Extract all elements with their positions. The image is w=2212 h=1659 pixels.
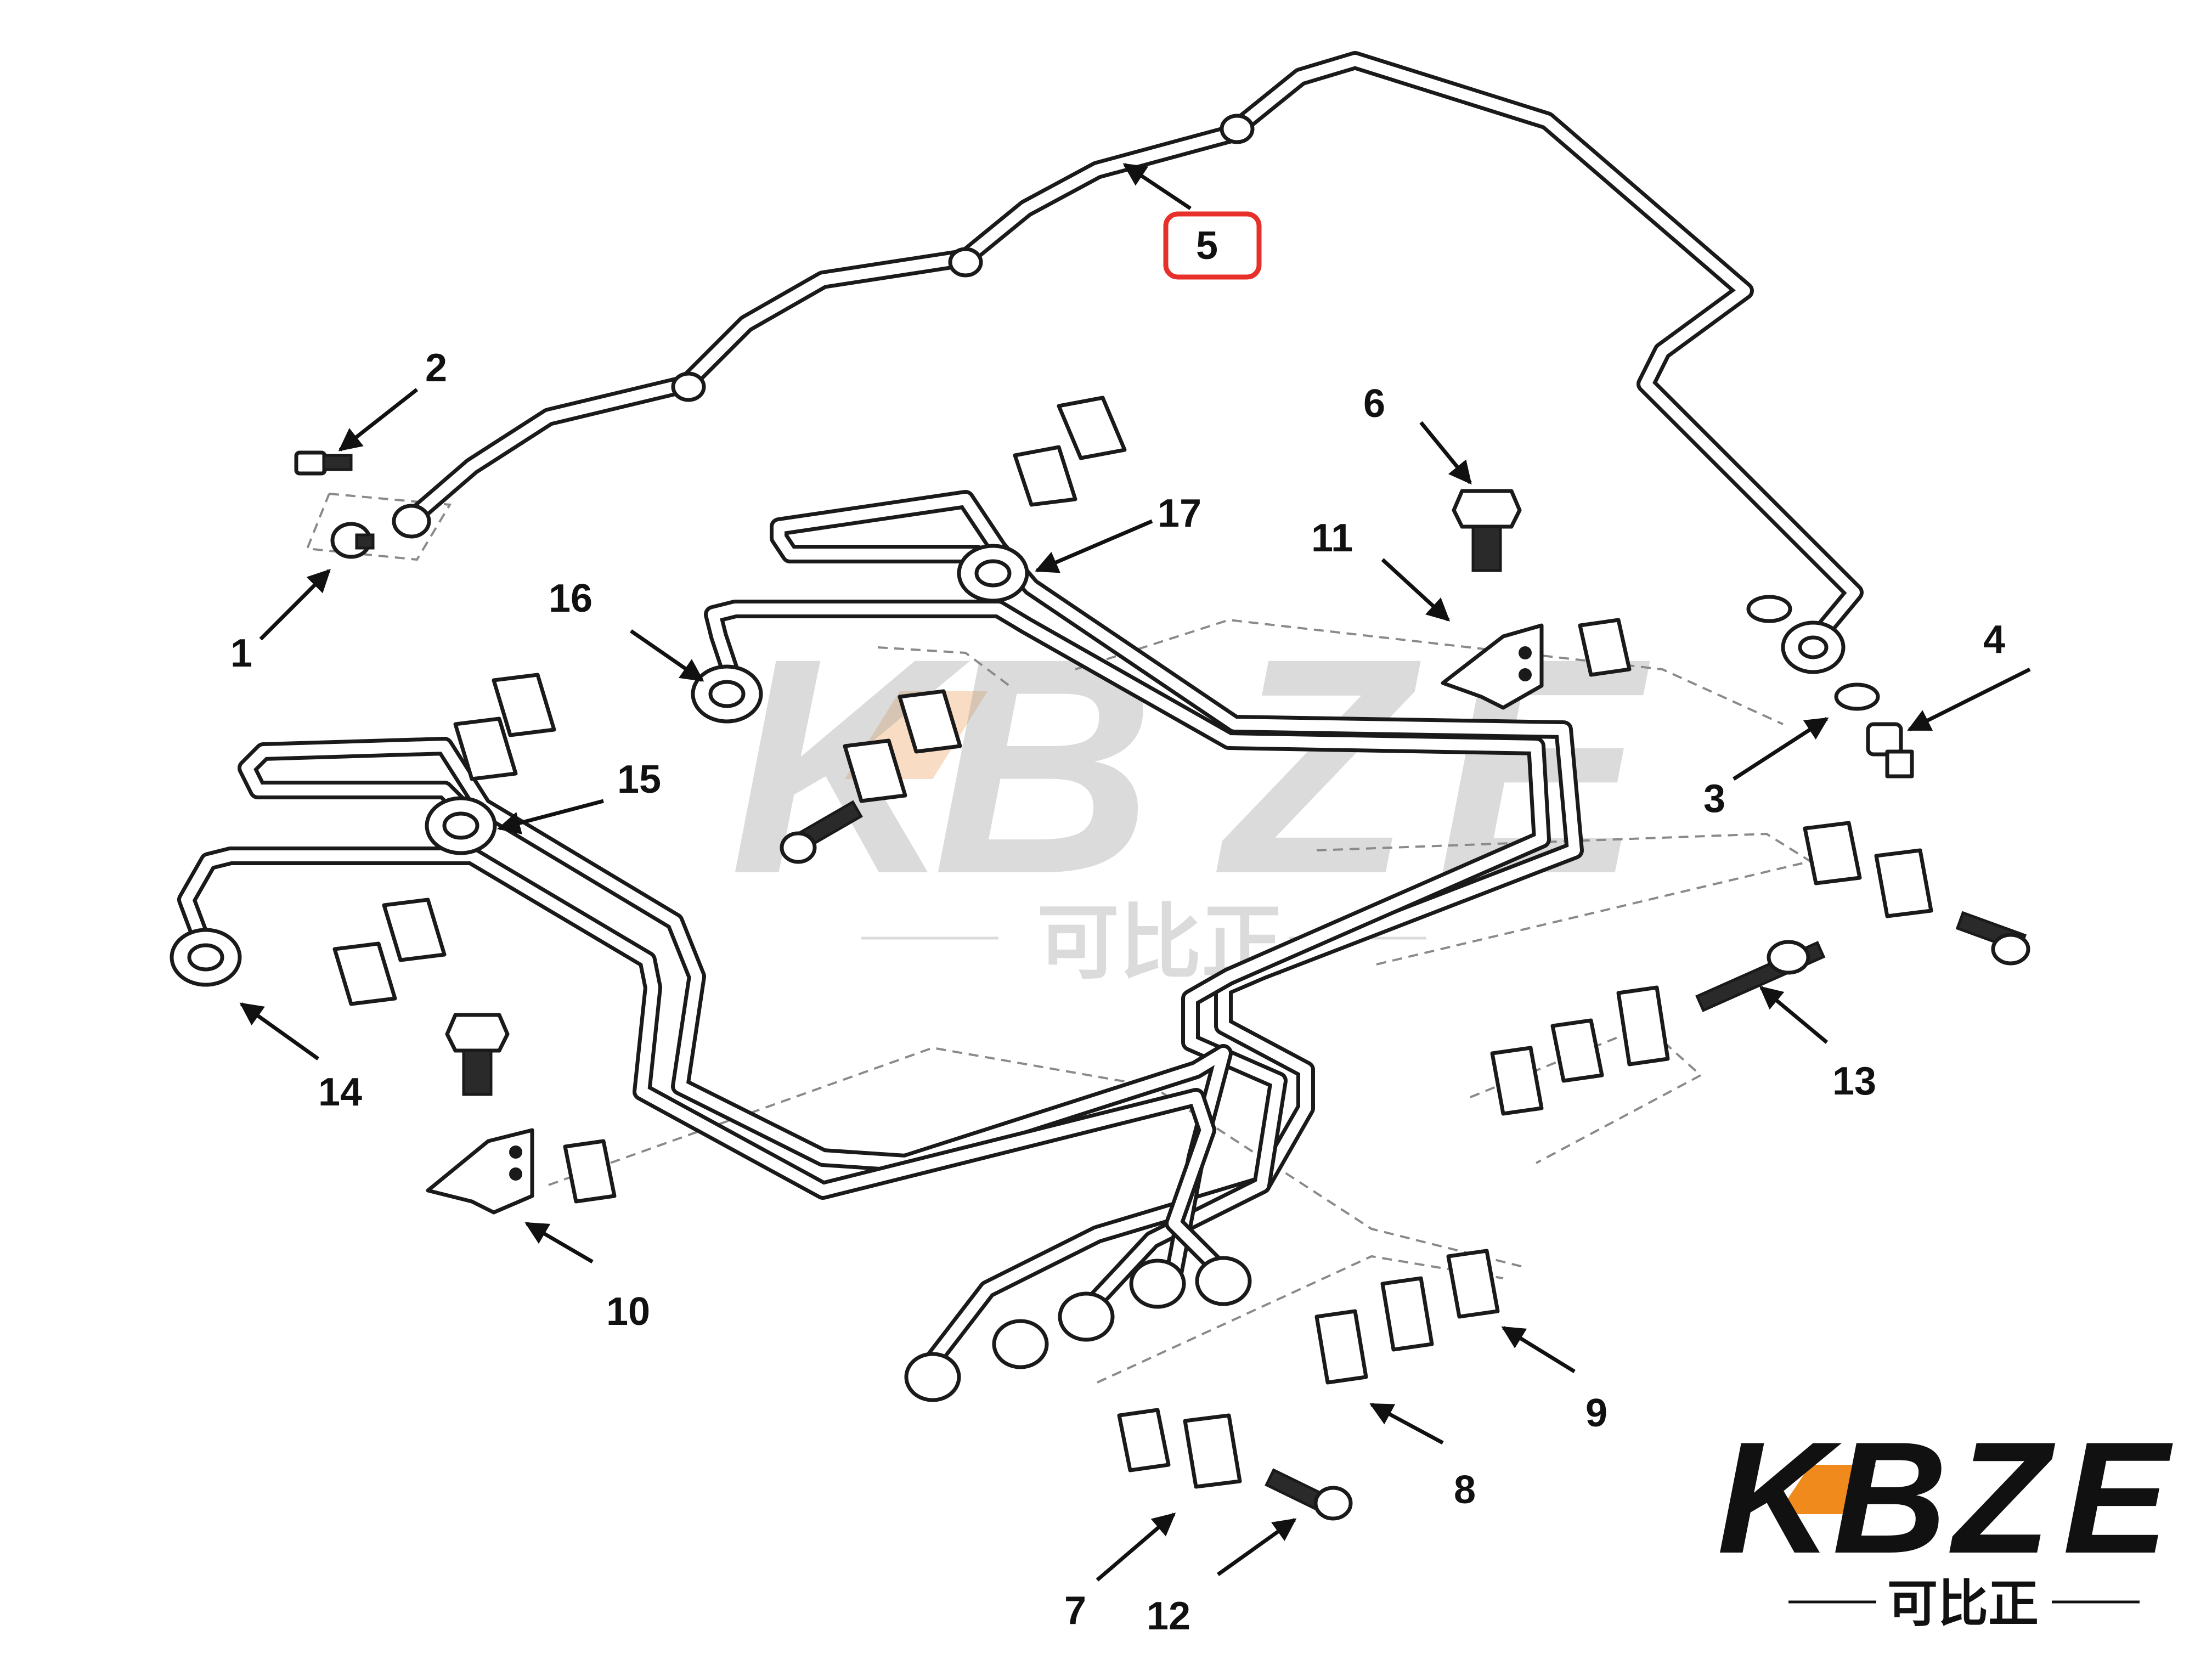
callout-15: 15 [617, 758, 661, 802]
bracket-10 [426, 1128, 534, 1215]
clamp-pair-left [453, 673, 556, 781]
callout-3: 3 [1703, 777, 1725, 821]
screw-12 [1265, 1468, 1353, 1521]
callout-12: 12 [1147, 1594, 1190, 1638]
callout-4: 4 [1983, 618, 2005, 662]
callout-2: 2 [425, 346, 447, 390]
screw-center [780, 800, 863, 864]
bolt-6 [1452, 489, 1522, 572]
nut-17 [957, 544, 1029, 603]
clamps-8-9 [1314, 1249, 1500, 1385]
logo-letter: K [1717, 1409, 1844, 1587]
screw-13 [1695, 940, 1826, 1012]
callout-13: 13 [1832, 1059, 1876, 1103]
clamp-11 [1578, 618, 1632, 677]
injector-lines-bundle [177, 490, 1584, 1370]
callout-1: 1 [230, 631, 252, 675]
callout-10: 10 [606, 1290, 650, 1334]
bolt-4 [1866, 722, 1914, 778]
kbze-logo: K B Z E 可比正 [1717, 1409, 2175, 1633]
screw-right [1955, 911, 2030, 966]
leader-lines [239, 163, 2031, 1582]
nut-16 [691, 664, 763, 724]
clamp-10 [563, 1139, 617, 1204]
fasteners [294, 450, 2030, 1521]
clamp-pair-top [1013, 396, 1127, 507]
logo-letter: E [2063, 1409, 2175, 1587]
outlet-nuts [904, 1256, 1252, 1402]
nut-15 [425, 796, 497, 855]
clamps [332, 396, 1933, 1489]
washers-3 [1746, 595, 1880, 711]
fitting-1 [330, 522, 375, 559]
callout-11: 11 [1311, 516, 1353, 560]
callout-7: 7 [1064, 1589, 1086, 1633]
callout-6: 6 [1363, 382, 1385, 426]
fuel-line-5 [402, 51, 1864, 635]
clamp-pair-center [843, 689, 962, 803]
callout-8: 8 [1454, 1468, 1476, 1512]
nut-14 [170, 928, 242, 987]
logo-accent [1778, 1465, 1876, 1514]
callout-9: 9 [1585, 1391, 1607, 1435]
callout-17: 17 [1158, 492, 1201, 535]
logo-letter: Z [1948, 1409, 2057, 1587]
clamps-7 [1117, 1408, 1242, 1489]
logo-subtitle: 可比正 [1887, 1575, 2039, 1633]
callout-14: 14 [318, 1070, 362, 1114]
callout-5: 5 [1196, 224, 1218, 268]
highlight-box [1163, 211, 1262, 280]
logo-letter: B [1832, 1409, 1947, 1587]
watermark-letter: Z [1214, 594, 1425, 938]
clamps-right [1803, 821, 1933, 918]
bolt-10-top [445, 1013, 510, 1096]
bracket-11 [1441, 623, 1544, 710]
bolt-2 [294, 450, 353, 476]
clamp-pair-lower-left [332, 898, 447, 1006]
fitting-nuts [170, 114, 1846, 1402]
clamps-13 [1490, 985, 1670, 1116]
callout-labels: 5 2 1 6 17 11 16 4 3 15 13 14 10 9 8 7 1… [230, 211, 2005, 1638]
callout-16: 16 [549, 577, 592, 620]
banjo-fittings [392, 114, 1846, 674]
watermark: K B Z E 可比正 [730, 594, 1654, 991]
